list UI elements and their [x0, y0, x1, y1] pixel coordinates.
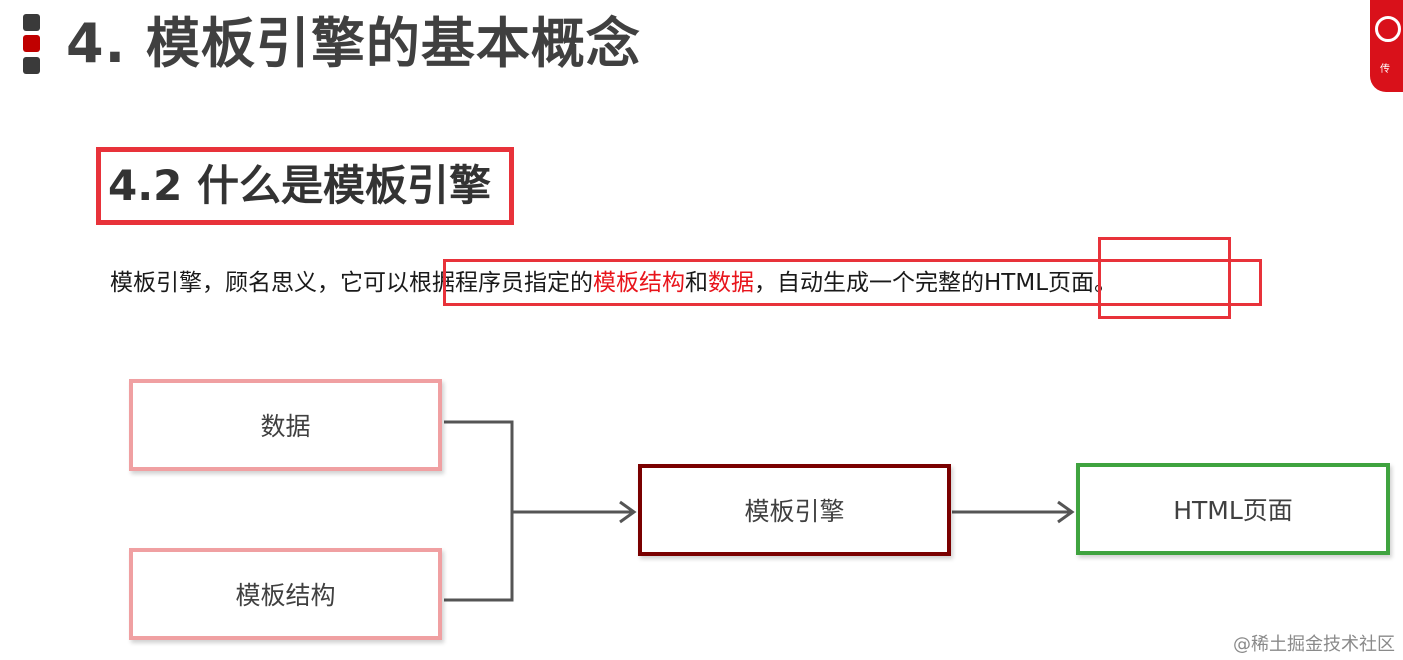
arrow-head-html-icon [1057, 500, 1075, 524]
node-html-page: HTML页面 [1076, 463, 1390, 555]
brand-logo: 传 [1370, 0, 1403, 92]
title-marker-top [23, 14, 40, 31]
title-marker-bottom [23, 57, 40, 74]
node-data: 数据 [129, 379, 442, 471]
node-template-structure: 模板结构 [129, 548, 442, 640]
description-highlight-template-structure: 模板结构 [593, 270, 685, 296]
section-title-annotation-box [96, 147, 514, 225]
description-highlight-data: 数据 [708, 270, 754, 296]
description-text: 模板引擎，顾名思义，它可以根据程序员指定的模板结构和数据，自动生成一个完整的HT… [110, 264, 1117, 302]
page-title: 4. 模板引擎的基本概念 [66, 12, 641, 75]
description-part1: 模板引擎，顾名思义，它可以根据程序员指定的 [110, 270, 593, 296]
logo-text: 传 [1380, 64, 1390, 75]
title-marker-middle [23, 35, 40, 52]
description-part2: 和 [685, 270, 708, 296]
watermark: @稀土掘金技术社区 [1233, 634, 1395, 655]
description-part3: ，自动生成一个完整的HTML页面。 [754, 270, 1118, 296]
arrow-head-engine-icon [619, 500, 637, 524]
merge-connector [444, 420, 514, 602]
logo-circle-icon [1375, 16, 1401, 42]
section-title: 4.2 什么是模板引擎 [108, 161, 492, 210]
node-template-engine: 模板引擎 [638, 464, 951, 556]
